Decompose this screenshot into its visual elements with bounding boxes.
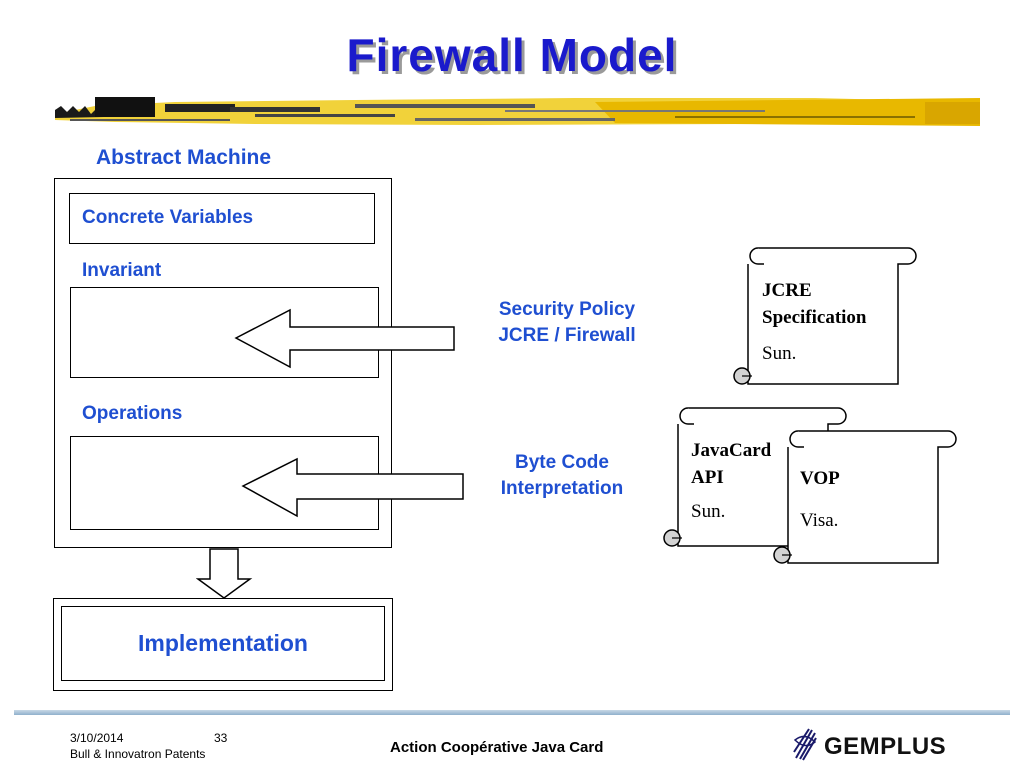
- implementation-label: Implementation: [138, 630, 308, 656]
- gemplus-logo-icon: [793, 728, 817, 761]
- javacard-title-line-2: API: [691, 467, 724, 488]
- footer-patents: Bull & Innovatron Patents: [70, 747, 206, 761]
- security-policy-line-1: Security Policy: [498, 299, 636, 320]
- javacard-title-line-1: JavaCard: [691, 440, 772, 461]
- vop-scroll-title: VOP: [800, 468, 840, 489]
- security-policy-line-2: JCRE / Firewall: [498, 325, 636, 346]
- security-policy-arrow-icon: [234, 308, 455, 369]
- jcre-title-line-2: Specification: [762, 307, 867, 328]
- javacard-scroll-title: JavaCard API: [691, 437, 771, 491]
- abstract-machine-heading: Abstract Machine: [96, 146, 272, 169]
- title-underline-brush: [55, 97, 980, 126]
- implementation-inner-box: [61, 606, 385, 681]
- byte-code-arrow-icon: [241, 457, 464, 518]
- gemplus-logo-text: GEMPLUS: [824, 733, 947, 760]
- vop-scroll-icon: [773, 430, 957, 564]
- concrete-variables-box: [69, 193, 375, 244]
- byte-code-line-1: Byte Code: [515, 452, 609, 473]
- footer-date: 3/10/2014: [70, 731, 124, 745]
- jcre-scroll-source: Sun.: [762, 343, 797, 364]
- down-arrow-icon: [196, 548, 253, 599]
- operations-label: Operations: [82, 403, 183, 424]
- footer-divider: [14, 710, 1010, 715]
- javacard-scroll-source: Sun.: [691, 501, 726, 522]
- byte-code-label: Byte Code Interpretation: [462, 450, 662, 502]
- security-policy-label: Security Policy JCRE / Firewall: [462, 297, 672, 349]
- byte-code-line-2: Interpretation: [500, 478, 624, 499]
- jcre-scroll-icon: [733, 247, 917, 385]
- jcre-scroll-title: JCRE Specification: [762, 277, 867, 331]
- footer-page-number: 33: [214, 731, 228, 745]
- jcre-title-line-1: JCRE: [762, 280, 812, 301]
- invariant-label: Invariant: [82, 260, 162, 281]
- footer-center-text: Action Coopérative Java Card: [390, 739, 604, 756]
- concrete-variables-label: Concrete Variables: [82, 207, 254, 228]
- slide-title: Firewall Model: [346, 29, 678, 81]
- vop-scroll-source: Visa.: [800, 510, 839, 531]
